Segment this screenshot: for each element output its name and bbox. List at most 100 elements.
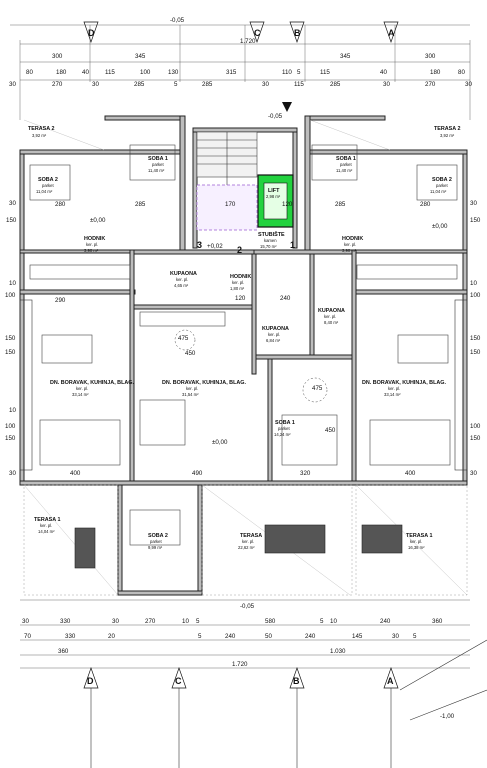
svg-text:KUPAONA: KUPAONA [318, 308, 345, 314]
svg-text:100: 100 [470, 292, 481, 299]
svg-text:100: 100 [5, 423, 16, 430]
svg-text:20: 20 [108, 633, 115, 640]
svg-text:330: 330 [65, 633, 76, 640]
svg-text:DN. BORAVAK, KUHINJA, BLAG.: DN. BORAVAK, KUHINJA, BLAG. [162, 380, 246, 386]
svg-text:150: 150 [5, 435, 16, 442]
svg-text:kamen: kamen [264, 238, 277, 243]
svg-text:315: 315 [226, 69, 237, 76]
mark-3: 3 [197, 240, 202, 250]
level-upper: -0,05 [268, 113, 283, 120]
svg-text:DN. BORAVAK, KUHINJA, BLAG.: DN. BORAVAK, KUHINJA, BLAG. [50, 380, 134, 386]
svg-text:580: 580 [265, 618, 276, 625]
svg-text:150: 150 [470, 335, 481, 342]
svg-text:280: 280 [420, 201, 431, 208]
svg-text:150: 150 [6, 217, 17, 224]
svg-text:30: 30 [92, 81, 99, 88]
svg-text:30: 30 [9, 200, 16, 207]
svg-text:10: 10 [470, 280, 477, 287]
svg-text:30: 30 [383, 81, 390, 88]
svg-text:DN. BORAVAK, KUHINJA, BLAG.: DN. BORAVAK, KUHINJA, BLAG. [362, 380, 446, 386]
level-right: ±0,00 [432, 223, 448, 230]
axis-label-bottom: D [87, 676, 94, 686]
svg-text:30: 30 [22, 618, 29, 625]
dim-top-row1: 300 [425, 53, 436, 60]
room-soba2-center: SOBA 2 parket 9,99 m² [148, 533, 168, 550]
svg-text:10: 10 [9, 407, 16, 414]
svg-text:30: 30 [392, 633, 399, 640]
svg-text:240: 240 [280, 295, 291, 302]
axis-label-top: B [294, 28, 301, 38]
svg-text:4,65 m²: 4,65 m² [174, 283, 189, 288]
svg-text:240: 240 [380, 618, 391, 625]
svg-text:SOBA 2: SOBA 2 [38, 177, 58, 183]
svg-text:5: 5 [413, 633, 417, 640]
room-hodnik-right: HODNIK ker. pl. 3,90 m² [342, 236, 363, 253]
svg-text:115: 115 [320, 69, 330, 76]
svg-text:33,14 m²: 33,14 m² [72, 392, 89, 397]
dim-top-row1: 345 [135, 53, 146, 60]
svg-text:3,92 m²: 3,92 m² [440, 133, 455, 138]
svg-text:TERASA 2: TERASA 2 [434, 126, 460, 132]
svg-text:parket: parket [340, 162, 352, 167]
svg-text:100: 100 [140, 69, 151, 76]
room-soba1-right: SOBA 1 parket 11,40 m² [336, 156, 356, 173]
room-dn-left: DN. BORAVAK, KUHINJA, BLAG. ker. pl. 33,… [50, 380, 134, 397]
svg-text:parket: parket [436, 183, 448, 188]
dim-bottom-row3: 360 [58, 648, 69, 655]
svg-text:LIFT: LIFT [268, 188, 280, 194]
svg-text:475: 475 [178, 335, 189, 342]
svg-text:30: 30 [465, 81, 472, 88]
room-stubiste: STUBIŠTE kamen 15,70 m² [258, 230, 285, 249]
svg-text:TERASA 2: TERASA 2 [28, 126, 54, 132]
inner-dimensions: 280 285 170 120 285 280 400 490 320 400 … [55, 201, 431, 477]
svg-text:80: 80 [458, 69, 465, 76]
level-center: ±0,00 [212, 439, 228, 446]
axis-markers-bottom [83, 639, 487, 768]
room-hodnik-center: HODNIK ker. pl. 1,80 m² [230, 274, 251, 291]
dim-bottom-row1: 30 330 30 270 10 5 580 5 10 240 360 [22, 618, 443, 625]
axis-label-top: D [88, 28, 95, 38]
svg-text:30: 30 [470, 470, 477, 477]
svg-text:70: 70 [24, 633, 31, 640]
svg-text:285: 285 [335, 201, 346, 208]
svg-text:2,98 m²: 2,98 m² [266, 194, 281, 199]
svg-text:10: 10 [182, 618, 189, 625]
dims-right: 30 150 10 100 150 150 100 150 30 [470, 200, 481, 477]
svg-text:HODNIK: HODNIK [230, 274, 251, 280]
axis-label-bottom: B [293, 676, 300, 686]
room-terasa2-right: TERASA 2 3,92 m² [434, 126, 460, 138]
svg-text:11,40 m²: 11,40 m² [148, 168, 165, 173]
svg-text:30: 30 [9, 470, 16, 477]
svg-text:ker. pl.: ker. pl. [232, 280, 244, 285]
svg-text:490: 490 [192, 470, 203, 477]
svg-text:22,62 m²: 22,62 m² [238, 545, 255, 550]
svg-text:150: 150 [5, 335, 16, 342]
svg-text:240: 240 [225, 633, 236, 640]
svg-text:15,70 m²: 15,70 m² [260, 244, 277, 249]
svg-text:100: 100 [5, 292, 16, 299]
svg-text:SOBA 1: SOBA 1 [148, 156, 168, 162]
level-top: -0,05 [170, 17, 185, 24]
svg-text:360: 360 [432, 618, 443, 625]
svg-text:270: 270 [52, 81, 63, 88]
svg-text:STUBIŠTE: STUBIŠTE [258, 230, 285, 238]
dims-left: 30 150 10 100 150 150 10 100 150 30 [5, 200, 17, 477]
room-dn-center: DN. BORAVAK, KUHINJA, BLAG. ker. pl. 31,… [162, 380, 246, 397]
svg-text:3,90 m²: 3,90 m² [84, 248, 99, 253]
level-left: ±0,00 [90, 217, 106, 224]
svg-text:285: 285 [202, 81, 213, 88]
svg-text:KUPAONA: KUPAONA [262, 326, 289, 332]
svg-text:450: 450 [185, 350, 196, 357]
svg-text:400: 400 [405, 470, 416, 477]
svg-text:170: 170 [225, 201, 236, 208]
level-corner: -1,00 [440, 713, 455, 720]
room-soba1-center: SOBA 1 parket 14,24 m² [274, 420, 295, 437]
svg-text:5: 5 [297, 69, 301, 76]
svg-text:145: 145 [352, 633, 363, 640]
dim-top-row1: 345 [340, 53, 351, 60]
room-terasa2-left: TERASA 2 3,92 m² [28, 126, 54, 138]
room-soba2-left: SOBA 2 parket 11,04 m² [36, 177, 58, 194]
room-soba2-right: SOBA 2 parket 11,04 m² [430, 177, 452, 194]
svg-text:SOBA 2: SOBA 2 [432, 177, 452, 183]
svg-text:270: 270 [145, 618, 156, 625]
